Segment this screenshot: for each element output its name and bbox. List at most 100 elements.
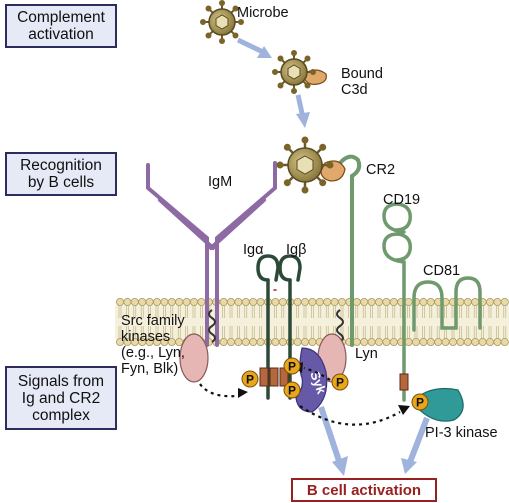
lipid-head xyxy=(374,337,383,346)
phosphate-label: P xyxy=(416,396,424,410)
lipid-head xyxy=(160,297,169,306)
lipid-tail xyxy=(281,306,285,338)
lipid-head xyxy=(441,337,450,346)
lipid-tail xyxy=(200,306,203,338)
lipid-tail xyxy=(311,306,314,338)
lipid-head xyxy=(219,297,228,306)
lipid-head xyxy=(367,337,376,346)
lipid-head xyxy=(145,297,154,306)
phosphate-circle xyxy=(331,373,349,391)
lipid-tail xyxy=(296,306,299,338)
lipid-tail xyxy=(333,306,336,338)
lipid-head xyxy=(456,297,465,306)
lipid-head xyxy=(226,297,235,306)
lipid-tail xyxy=(325,306,329,338)
lipid-head xyxy=(463,337,472,346)
lipid-tail xyxy=(429,306,433,338)
stage-box-complement: Complement activation xyxy=(5,4,117,48)
phosphate-label: P xyxy=(336,376,344,390)
lipid-head xyxy=(167,297,176,306)
syk-kinase-icon: Syk xyxy=(295,347,329,413)
lipid-tail xyxy=(459,306,462,338)
lipid-head xyxy=(493,337,502,346)
lipid-head xyxy=(419,297,428,306)
label-ig-alpha: Igα xyxy=(243,242,264,258)
lipid-head xyxy=(500,337,509,346)
lipid-tail xyxy=(244,306,248,338)
cr2-receptor xyxy=(338,154,362,347)
lipid-head xyxy=(389,297,398,306)
phosphate-circle xyxy=(283,357,301,375)
lipid-tail xyxy=(140,306,144,338)
lipid-head xyxy=(249,297,258,306)
lipid-head xyxy=(419,337,428,346)
lipid-tail xyxy=(118,306,122,338)
lipid-head xyxy=(219,337,228,346)
lipid-tail xyxy=(155,306,159,338)
lipid-head xyxy=(352,337,361,346)
phosphate-circle xyxy=(283,381,301,399)
lipid-head xyxy=(485,337,494,346)
lipid-head xyxy=(463,297,472,306)
lipid-tail xyxy=(370,306,373,338)
label-cd19: CD19 xyxy=(383,192,421,208)
lipid-tail xyxy=(392,306,396,338)
lipid-tail xyxy=(488,306,492,338)
lipid-tail xyxy=(340,306,344,338)
lipid-head xyxy=(426,297,435,306)
lipid-tail xyxy=(229,306,233,338)
lipid-tail xyxy=(362,306,366,338)
arrow-signal-left xyxy=(318,406,348,476)
lipid-tail xyxy=(466,306,470,338)
lipid-head xyxy=(293,337,302,346)
lipid-tail xyxy=(133,306,137,338)
lipid-head xyxy=(197,297,206,306)
label-bound-c3d: Bound C3d xyxy=(341,66,383,98)
lipid-tail xyxy=(259,306,262,338)
lipid-head xyxy=(293,297,302,306)
arrow-c3d-to-recognition xyxy=(295,94,310,128)
label-src-kinases: Src family kinases (e.g., Lyn, Fyn, Blk) xyxy=(121,313,185,377)
lipid-tail xyxy=(473,306,477,338)
lipid-head xyxy=(234,297,243,306)
lipid-head xyxy=(411,337,420,346)
stage-box-recognition: Recognition by B cells xyxy=(5,152,117,196)
lipid-head xyxy=(175,297,184,306)
outcome-b-cell-activation: B cell activation xyxy=(291,478,437,502)
lipid-head xyxy=(271,297,280,306)
lipid-head xyxy=(485,297,494,306)
lipid-tail xyxy=(355,306,359,338)
lipid-head xyxy=(389,337,398,346)
phosphate-circle xyxy=(241,370,259,388)
lipid-head xyxy=(278,337,287,346)
lipid-head xyxy=(241,297,250,306)
lipid-tail xyxy=(451,306,455,338)
lipid-tail xyxy=(192,306,196,338)
lipid-head xyxy=(374,297,383,306)
lipid-tail xyxy=(222,306,225,338)
lipid-head xyxy=(382,337,391,346)
lipid-tail xyxy=(407,306,410,338)
lipid-head xyxy=(434,337,443,346)
lipid-head xyxy=(256,297,265,306)
lipid-head xyxy=(426,337,435,346)
lipid-head xyxy=(300,337,309,346)
lipid-head xyxy=(404,337,413,346)
lipid-head xyxy=(352,297,361,306)
label-microbe: Microbe xyxy=(237,5,289,21)
lipid-head xyxy=(182,297,191,306)
lipid-head xyxy=(456,337,465,346)
bound-microbe-icon xyxy=(276,136,346,194)
lipid-tail xyxy=(385,306,388,338)
cd81-receptor xyxy=(412,276,482,332)
phosphate-label: P xyxy=(288,384,296,398)
microbe-with-c3d-icon xyxy=(272,50,327,94)
lipid-head xyxy=(448,337,457,346)
lipid-head xyxy=(249,337,258,346)
label-cd81: CD81 xyxy=(423,263,461,279)
lipid-tail xyxy=(422,306,425,338)
label-ig-beta: Igβ xyxy=(286,242,307,258)
label-lyn: Lyn xyxy=(355,346,378,362)
